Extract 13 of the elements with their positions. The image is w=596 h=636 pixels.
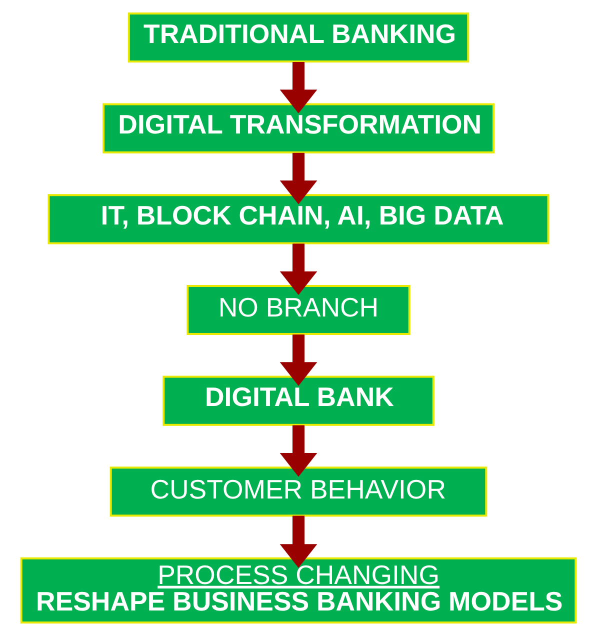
arrow	[279, 425, 317, 477]
arrow	[279, 516, 317, 568]
arrow	[279, 62, 317, 114]
arrow	[279, 244, 317, 296]
node-box: DIGITAL TRANSFORMATION	[102, 103, 494, 154]
arrow	[279, 152, 317, 204]
node-box: DIGITAL BANK	[162, 376, 434, 426]
node-box: PROCESS CHANGING RESHAPE BUSINESS BANKING MODELS	[20, 557, 576, 624]
node-box: CUSTOMER BEHAVIOR	[109, 466, 487, 517]
arrow	[279, 334, 317, 386]
node-box: NO BRANCH	[186, 284, 410, 336]
node-box: TRADITIONAL BANKING	[127, 12, 469, 63]
node-box: IT, BLOCK CHAIN, AI, BIG DATA	[47, 194, 549, 244]
